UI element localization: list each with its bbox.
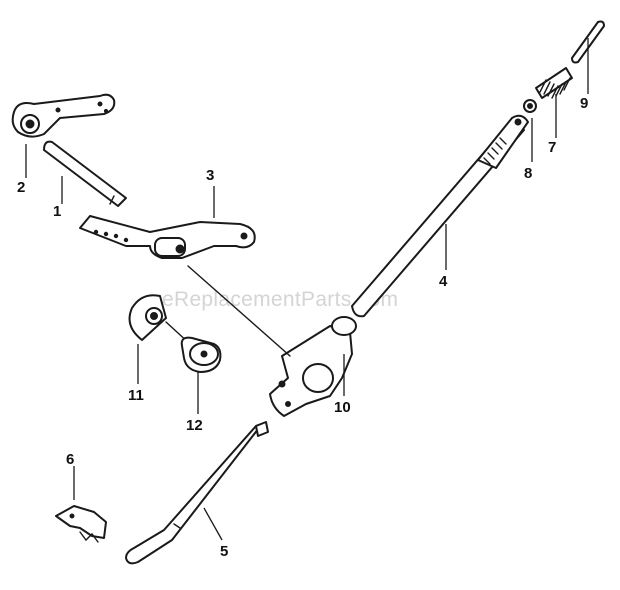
part-8-washer <box>523 99 537 113</box>
callouts: 1 2 3 4 5 6 7 8 9 10 11 12 <box>17 95 588 560</box>
callout-4: 4 <box>439 273 448 290</box>
callout-6: 6 <box>66 451 74 468</box>
part-6-bracket <box>55 505 107 543</box>
part-5-rod <box>125 421 269 565</box>
part-3-lever <box>79 215 256 259</box>
callout-1: 1 <box>53 203 61 220</box>
part-11-segment <box>128 294 167 341</box>
part-1-rod <box>43 140 127 207</box>
part-4-shaft <box>351 114 529 318</box>
leader-lines <box>25 38 589 541</box>
part-2-link <box>11 93 116 138</box>
callout-9: 9 <box>580 95 588 112</box>
assembly-lines <box>187 265 291 357</box>
callout-8: 8 <box>524 165 532 182</box>
callout-12: 12 <box>186 417 203 434</box>
callout-5: 5 <box>220 543 228 560</box>
part-10-bracket <box>269 316 357 417</box>
watermark: eReplacementParts.com <box>162 288 398 311</box>
callout-2: 2 <box>17 179 25 196</box>
callout-3: 3 <box>206 167 214 184</box>
part-12-knob <box>165 321 222 373</box>
callout-10: 10 <box>334 399 351 416</box>
part-7-spring <box>535 67 573 99</box>
callout-11: 11 <box>128 387 144 404</box>
callout-7: 7 <box>548 139 556 156</box>
